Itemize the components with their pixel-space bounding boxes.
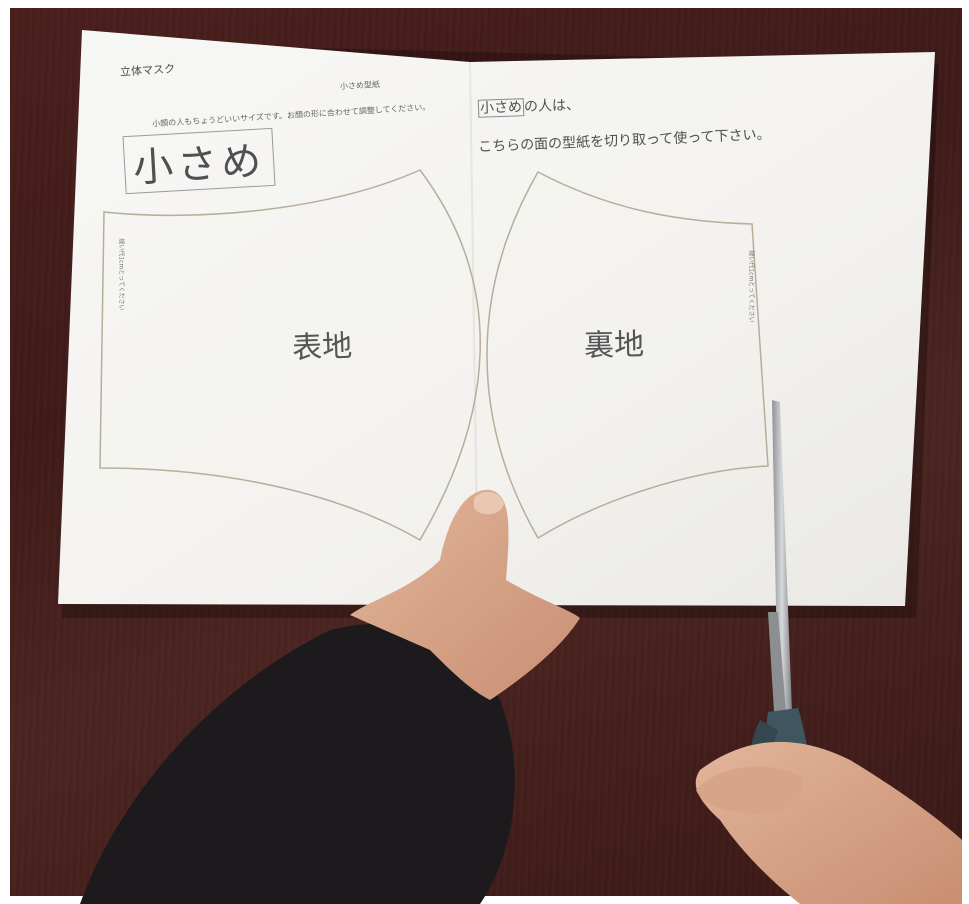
size-label: 小さめ xyxy=(132,138,267,192)
black-sleeve xyxy=(80,623,515,904)
thumbnail xyxy=(474,491,504,515)
back-pattern-piece xyxy=(486,170,769,540)
right-instruction-line1: 小さめの人は、 xyxy=(477,94,581,118)
size-note: 小さめ型紙 xyxy=(339,79,381,92)
pattern-title: 立体マスク xyxy=(119,62,176,79)
holding-hand xyxy=(350,489,580,700)
cutting-hand xyxy=(695,741,962,904)
cutting-finger xyxy=(696,766,803,814)
front-piece-label: 表地 xyxy=(291,328,353,367)
pattern-paper xyxy=(58,30,935,606)
right-instruction-line1-rest: の人は、 xyxy=(523,97,581,116)
right-seam-note: 縫い代1cmとってください xyxy=(747,250,755,323)
size-label-box: 小さめ xyxy=(122,127,276,195)
scissor-blade-bottom xyxy=(768,612,786,712)
highlighted-size-word: 小さめ xyxy=(477,98,525,118)
back-piece-label: 裏地 xyxy=(583,327,645,364)
front-pattern-piece xyxy=(99,169,481,542)
left-seam-note: 縫い代1cmとってください xyxy=(117,238,125,311)
